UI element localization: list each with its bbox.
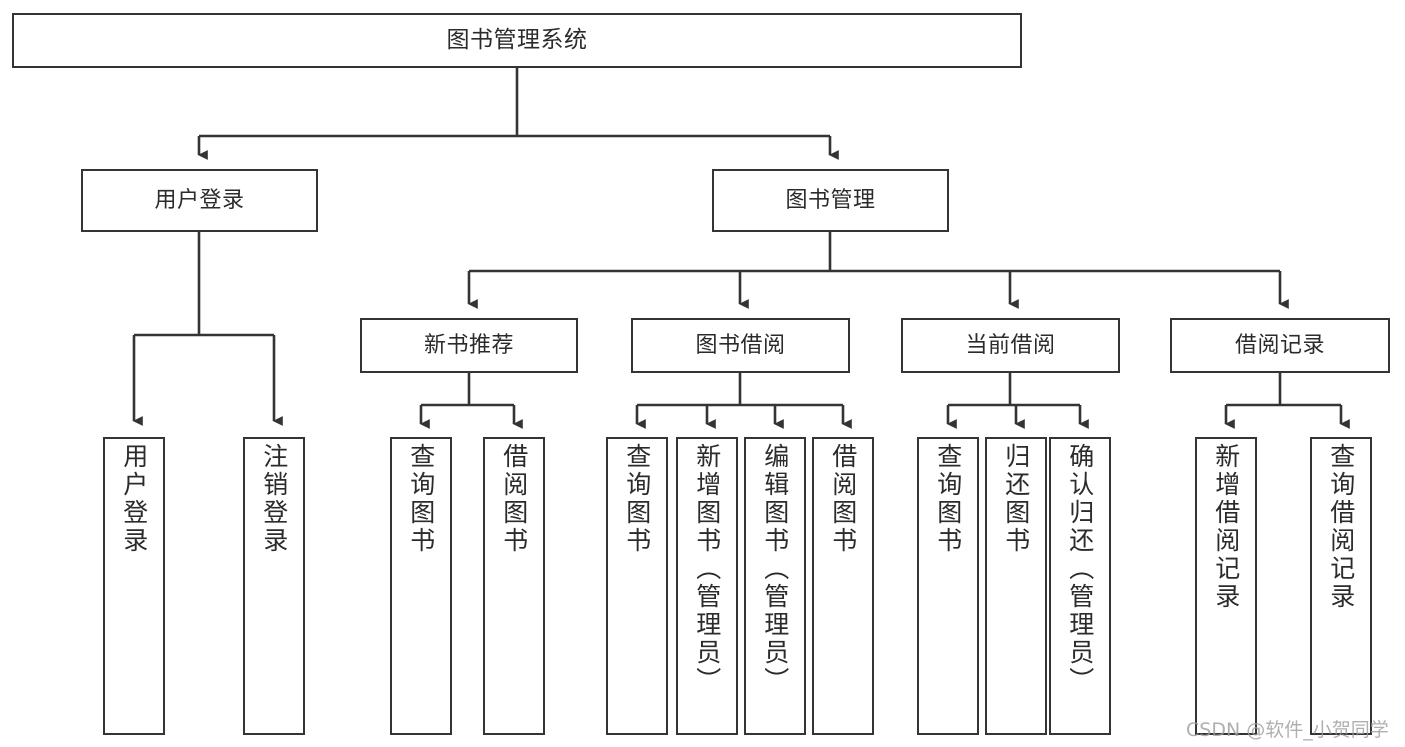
node-leaf-query-book-current[interactable]: 查询图书: [917, 437, 979, 735]
node-label: 图书管理: [785, 187, 876, 213]
node-book-management[interactable]: 图书管理: [712, 169, 949, 232]
node-label: 新增借阅记录: [1211, 443, 1241, 611]
node-label: 借阅图书: [828, 443, 858, 555]
node-label: 用户登录: [119, 443, 149, 555]
node-leaf-query-borrow-record[interactable]: 查询借阅记录: [1310, 437, 1372, 735]
node-label: 图书借阅: [695, 332, 786, 358]
node-leaf-add-borrow-record[interactable]: 新增借阅记录: [1195, 437, 1257, 735]
node-label: 新增图书（管理员）: [692, 443, 722, 695]
node-leaf-query-book-recommend[interactable]: 查询图书: [390, 437, 452, 735]
node-label: 查询图书: [622, 443, 652, 555]
node-current-borrow[interactable]: 当前借阅: [901, 318, 1120, 373]
node-leaf-user-login[interactable]: 用户登录: [103, 437, 165, 735]
node-label: 归还图书: [1001, 443, 1031, 555]
node-new-book-recommend[interactable]: 新书推荐: [360, 318, 578, 373]
node-label: 当前借阅: [965, 332, 1056, 358]
node-leaf-return-book[interactable]: 归还图书: [985, 437, 1047, 735]
node-leaf-edit-book-admin[interactable]: 编辑图书（管理员）: [744, 437, 806, 735]
node-label: 借阅图书: [499, 443, 529, 555]
node-label: 新书推荐: [423, 332, 514, 358]
node-root-system[interactable]: 图书管理系统: [12, 13, 1022, 68]
node-label: 确认归还（管理员）: [1065, 443, 1095, 695]
node-label: 借阅记录: [1234, 332, 1325, 358]
node-label: 编辑图书（管理员）: [760, 443, 790, 695]
node-label: 用户登录: [154, 187, 245, 213]
node-leaf-borrow-book[interactable]: 借阅图书: [812, 437, 874, 735]
node-leaf-add-book-admin[interactable]: 新增图书（管理员）: [676, 437, 738, 735]
node-label: 查询图书: [406, 443, 436, 555]
node-book-borrow[interactable]: 图书借阅: [631, 318, 850, 373]
node-label: 注销登录: [259, 443, 289, 555]
node-leaf-borrow-book-recommend[interactable]: 借阅图书: [483, 437, 545, 735]
node-label: 图书管理系统: [446, 26, 588, 53]
node-user-login[interactable]: 用户登录: [81, 169, 318, 232]
node-leaf-confirm-return-admin[interactable]: 确认归还（管理员）: [1049, 437, 1111, 735]
node-leaf-query-book-borrow[interactable]: 查询图书: [606, 437, 668, 735]
node-borrow-record[interactable]: 借阅记录: [1170, 318, 1390, 373]
node-leaf-logout[interactable]: 注销登录: [243, 437, 305, 735]
node-label: 查询借阅记录: [1326, 443, 1356, 611]
node-label: 查询图书: [933, 443, 963, 555]
